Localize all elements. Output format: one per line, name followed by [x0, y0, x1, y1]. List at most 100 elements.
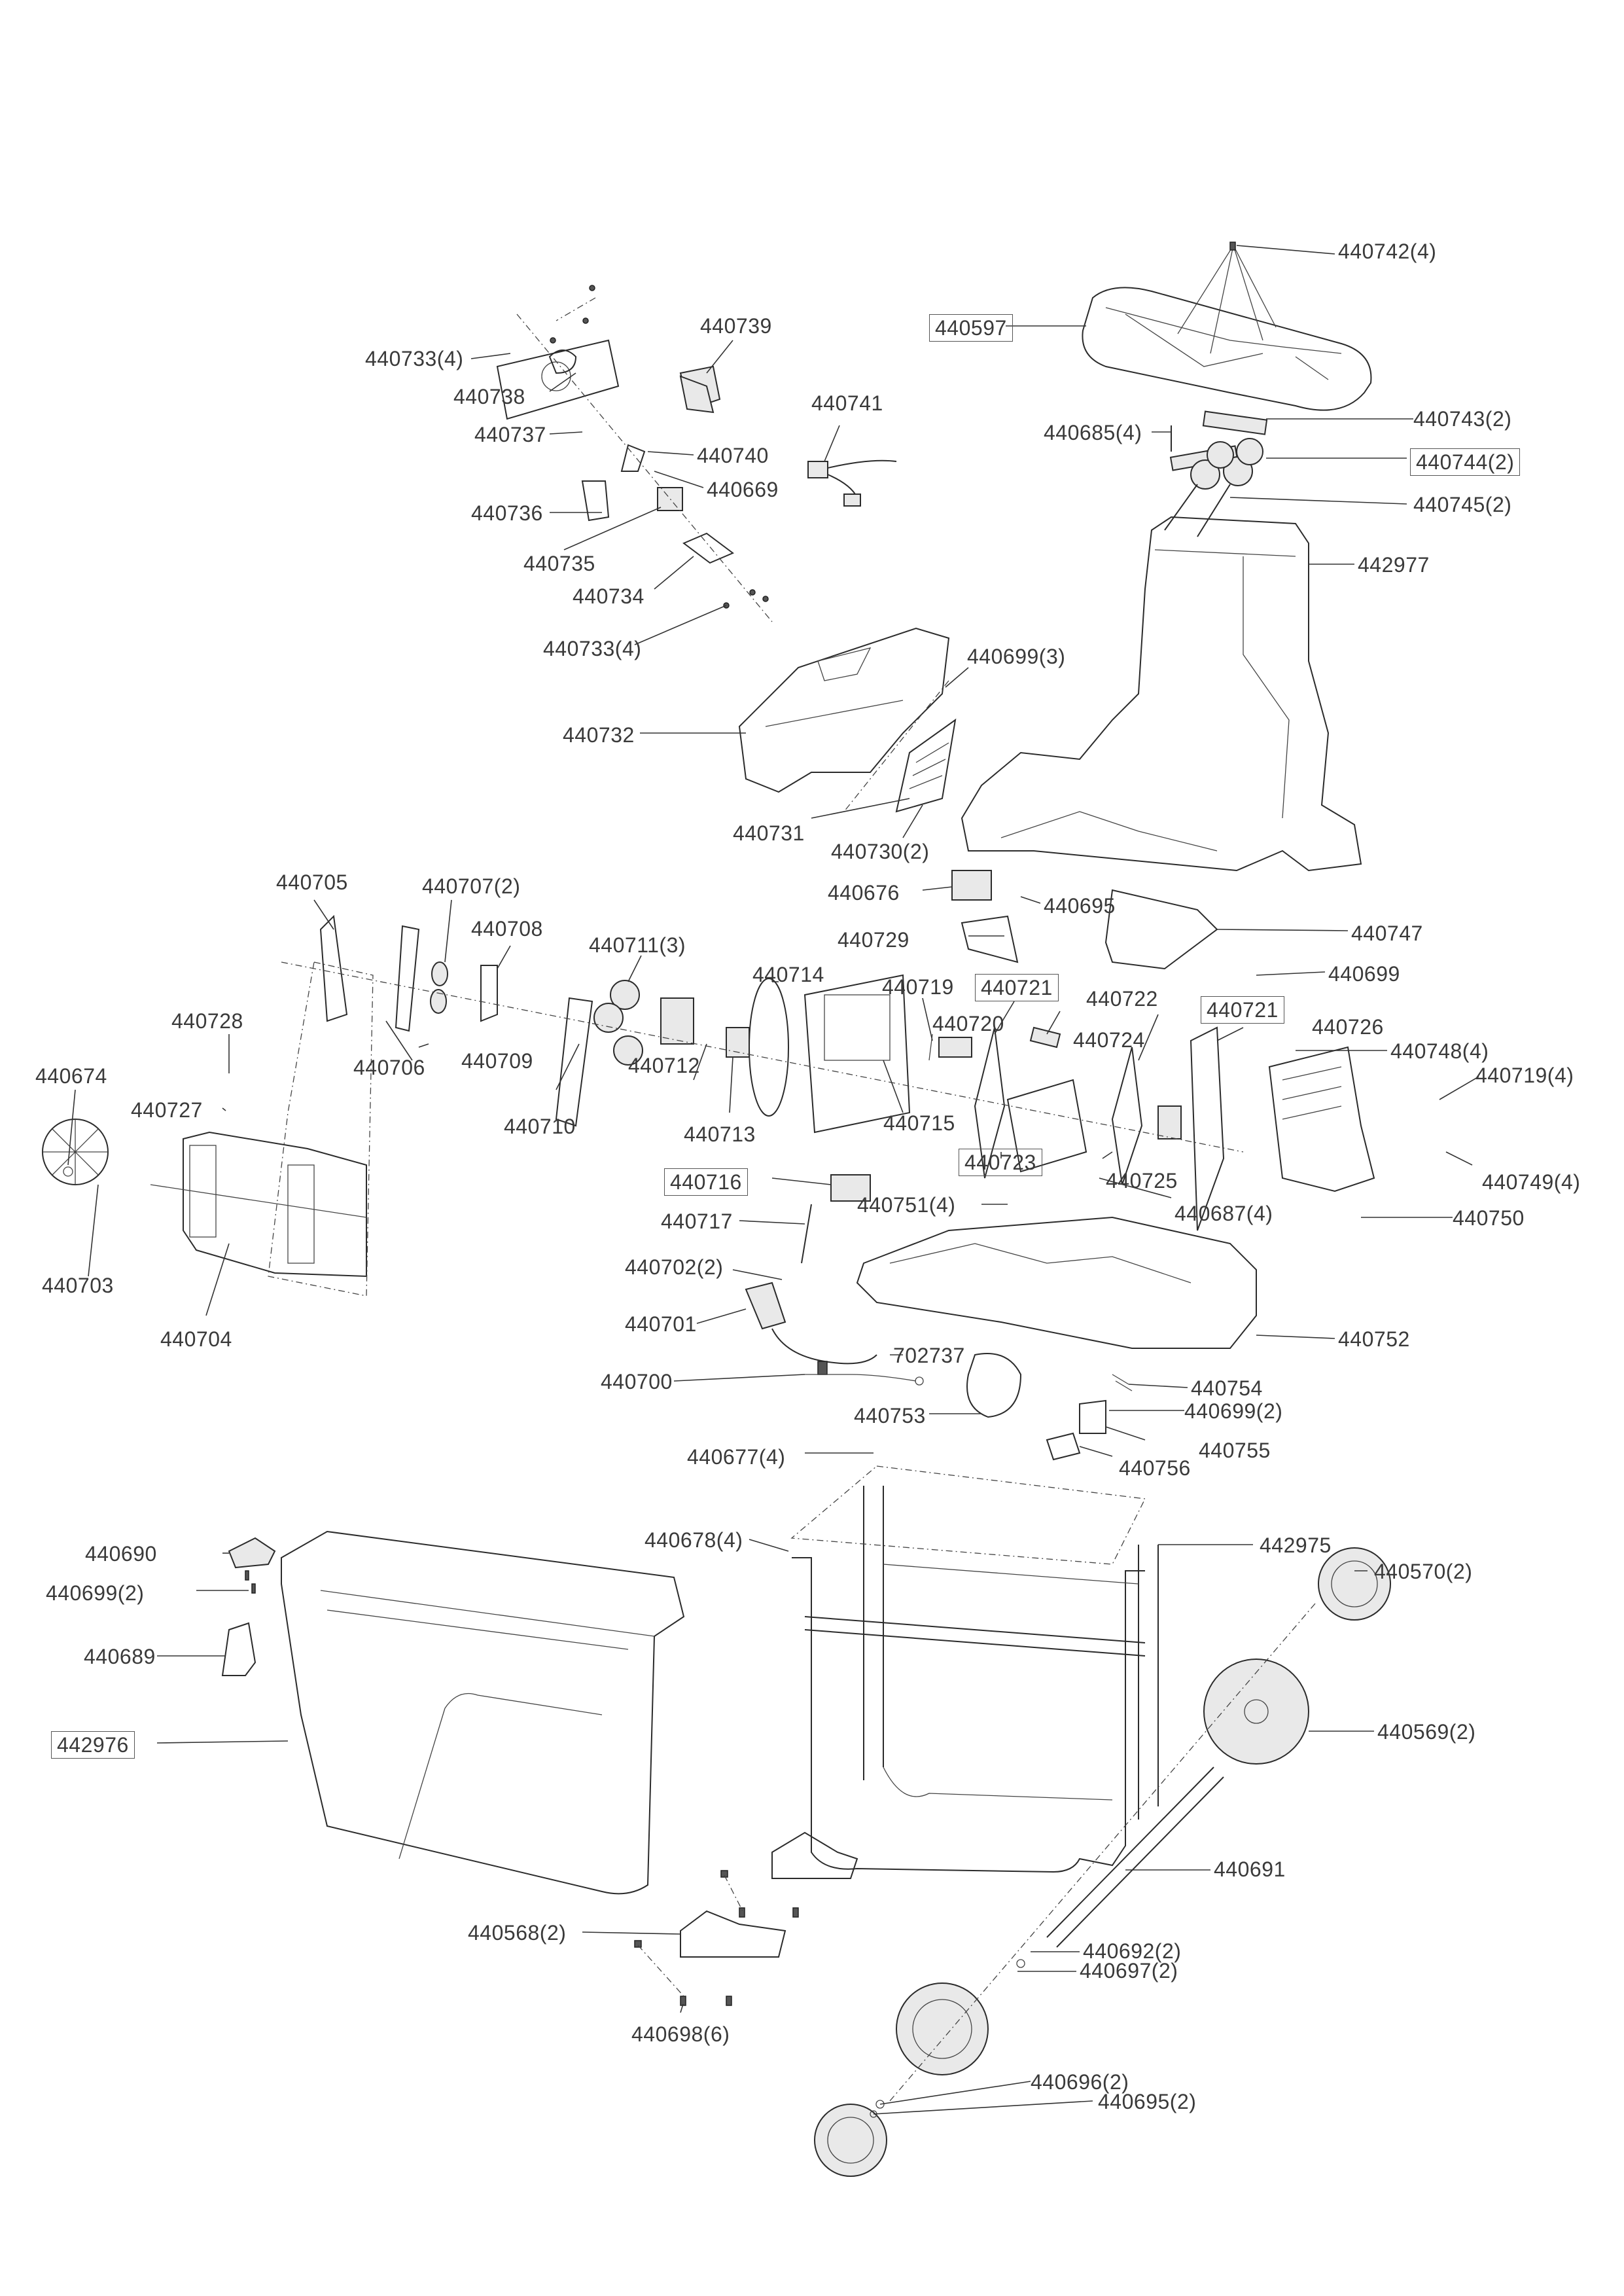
- part-number-label: 440699(2): [1184, 1399, 1283, 1423]
- part-number-label: 440695(2): [1098, 2090, 1197, 2113]
- part-number-label: 440745(2): [1413, 493, 1512, 516]
- part-number-label: 440741: [811, 391, 883, 415]
- part-number-label: 440697(2): [1080, 1959, 1178, 1982]
- part-number-label: 440729: [838, 928, 909, 952]
- part-number-label: 702737: [893, 1344, 965, 1367]
- part-feet: [634, 1831, 858, 2006]
- part-number-label: 440735: [523, 552, 595, 575]
- part-roller-assembly: [1164, 410, 1268, 537]
- part-number-label: 440716: [664, 1168, 748, 1196]
- part-collection-box: [221, 1530, 685, 1895]
- part-number-label: 440715: [883, 1111, 955, 1135]
- part-number-label: 442977: [1358, 553, 1430, 577]
- part-number-label: 440755: [1199, 1439, 1271, 1462]
- part-power-switch: [745, 1282, 1133, 1461]
- part-number-label: 440717: [661, 1210, 733, 1233]
- part-frame: [790, 1465, 1159, 1873]
- part-front-cover: [738, 627, 957, 813]
- part-number-label: 440713: [684, 1122, 756, 1146]
- part-hopper-lid: [1082, 287, 1372, 411]
- part-number-label: 440738: [453, 385, 525, 408]
- part-number-label: 440726: [1312, 1015, 1384, 1039]
- part-number-label: 440687(4): [1174, 1202, 1273, 1225]
- part-number-label: 440719(4): [1475, 1064, 1574, 1087]
- part-number-label: 440748(4): [1390, 1039, 1489, 1063]
- part-number-label: 440722: [1086, 987, 1158, 1011]
- part-number-label: 440751(4): [857, 1193, 956, 1217]
- part-number-label: 440724: [1073, 1028, 1145, 1052]
- part-number-label: 440756: [1119, 1456, 1191, 1480]
- part-number-label: 440669: [707, 478, 779, 501]
- part-number-label: 440720: [932, 1012, 1004, 1035]
- part-number-label: 442976: [51, 1731, 135, 1759]
- part-number-label: 440570(2): [1374, 1560, 1473, 1583]
- part-number-label: 440685(4): [1044, 421, 1142, 444]
- part-switch-plate: [496, 285, 773, 622]
- part-number-label: 440703: [42, 1274, 114, 1297]
- part-number-label: 440721: [1201, 996, 1284, 1024]
- part-number-label: 440752: [1338, 1327, 1410, 1351]
- part-number-label: 440674: [35, 1064, 107, 1088]
- part-number-label: 440747: [1351, 922, 1423, 945]
- part-number-label: 440727: [131, 1098, 203, 1122]
- part-number-label: 440676: [828, 881, 900, 905]
- part-number-label: 442975: [1260, 1534, 1332, 1557]
- part-number-label: 440734: [573, 584, 644, 608]
- part-number-label: 440699(3): [967, 645, 1066, 668]
- part-number-label: 440691: [1214, 1857, 1286, 1881]
- part-number-label: 440737: [474, 423, 546, 446]
- part-number-label: 440728: [171, 1009, 243, 1033]
- part-number-label: 440739: [700, 314, 772, 338]
- part-number-label: 440707(2): [422, 874, 521, 898]
- part-number-label: 440711(3): [589, 933, 686, 957]
- leader-lines: [67, 245, 1479, 2115]
- part-number-label: 440698(6): [631, 2022, 730, 2046]
- part-number-label: 440742(4): [1338, 240, 1437, 263]
- part-number-label: 440709: [461, 1049, 533, 1073]
- part-number-label: 440754: [1191, 1376, 1263, 1400]
- part-gear-train: [281, 914, 1244, 1231]
- part-number-label: 440696(2): [1031, 2070, 1129, 2094]
- part-motor: [150, 961, 374, 1297]
- part-number-label: 440706: [353, 1056, 425, 1079]
- part-number-label: 440744(2): [1410, 448, 1521, 476]
- part-lower-housing: [856, 1216, 1257, 1349]
- part-number-label: 440730(2): [831, 840, 930, 863]
- part-number-label: 440690: [85, 1542, 157, 1566]
- part-discharge: [801, 870, 1375, 1264]
- part-number-label: 440749(4): [1482, 1170, 1581, 1194]
- part-screws-440742: [1177, 242, 1277, 354]
- part-number-label: 440750: [1453, 1206, 1525, 1230]
- part-number-label: 440723: [959, 1149, 1042, 1176]
- part-number-label: 440597: [929, 314, 1013, 342]
- part-number-label: 440710: [504, 1115, 576, 1138]
- part-upper-housing: [961, 516, 1362, 872]
- part-number-label: 440708: [471, 917, 543, 941]
- part-number-label: 440678(4): [644, 1528, 743, 1552]
- part-number-label: 440732: [563, 723, 635, 747]
- part-number-label: 440700: [601, 1370, 673, 1393]
- part-cable-harness: [807, 459, 897, 507]
- part-number-label: 440714: [752, 963, 824, 986]
- part-number-label: 440753: [854, 1404, 926, 1427]
- part-number-label: 440702(2): [625, 1255, 724, 1279]
- part-number-label: 440740: [697, 444, 769, 467]
- part-number-label: 440733(4): [543, 637, 642, 660]
- part-number-label: 440725: [1106, 1169, 1178, 1193]
- part-number-label: 440695: [1044, 894, 1116, 918]
- part-number-label: 440569(2): [1377, 1720, 1476, 1744]
- part-number-label: 440712: [628, 1054, 700, 1077]
- part-motor-fan: [42, 1119, 109, 1185]
- part-number-label: 440568(2): [468, 1921, 567, 1945]
- part-number-label: 440692(2): [1083, 1939, 1182, 1963]
- part-number-label: 440733(4): [365, 347, 464, 370]
- part-wheels-axle: [814, 1547, 1391, 2177]
- part-number-label: 440699(2): [46, 1581, 145, 1605]
- part-number-label: 440719: [882, 975, 954, 999]
- part-number-label: 440736: [471, 501, 543, 525]
- part-number-label: 440704: [160, 1327, 232, 1351]
- part-number-label: 440701: [625, 1312, 697, 1336]
- part-number-label: 440699: [1328, 962, 1400, 986]
- part-number-label: 440731: [733, 821, 805, 845]
